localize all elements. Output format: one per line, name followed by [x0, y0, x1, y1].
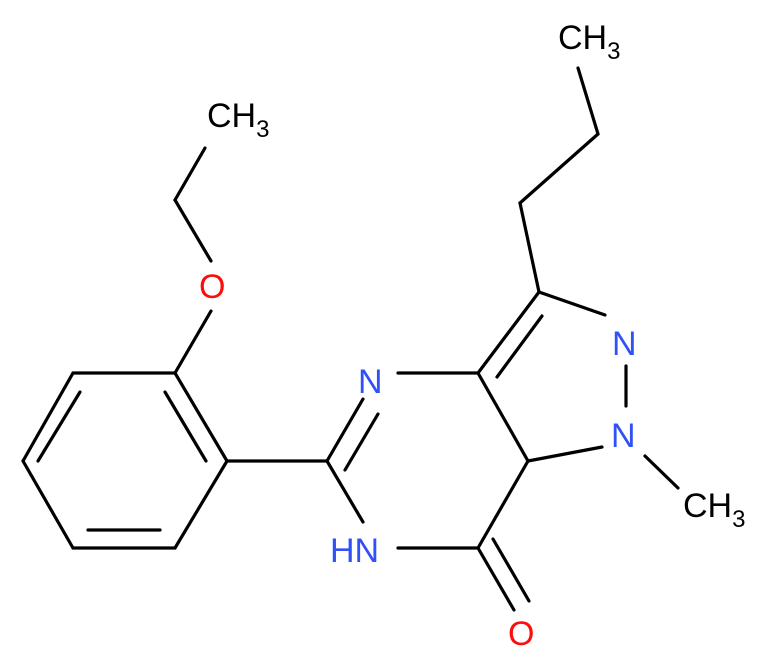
- atom-n-pyrimidine: N: [358, 363, 383, 401]
- bond: [325, 459, 365, 524]
- bond: [643, 454, 680, 490]
- bond: [476, 371, 530, 463]
- bond: [173, 459, 229, 550]
- atom-n-pyrazole-bottom: N: [611, 417, 636, 455]
- atom-ch3-right: CH3: [683, 487, 745, 533]
- atom-n-pyrazole-top: N: [612, 325, 637, 363]
- bond: [173, 198, 213, 263]
- bond: [36, 390, 82, 463]
- bond: [163, 390, 208, 463]
- bond: [537, 290, 607, 317]
- atom-ch3-left: CH3: [207, 97, 269, 143]
- atom-ch3-top: CH3: [558, 19, 620, 65]
- bond: [476, 546, 516, 612]
- atom-o-carbonyl: O: [508, 615, 534, 653]
- bond: [476, 290, 541, 375]
- bond: [21, 459, 75, 550]
- bond: [495, 314, 544, 379]
- atom-hn: HN: [330, 532, 379, 570]
- bond: [173, 146, 207, 202]
- bond-lines: [21, 66, 680, 612]
- bond: [325, 397, 365, 463]
- bond: [476, 459, 530, 550]
- atom-o-ether: O: [199, 268, 225, 306]
- bond: [173, 309, 213, 375]
- bond: [491, 537, 531, 603]
- bond: [518, 201, 541, 294]
- bond: [518, 132, 600, 205]
- bond: [173, 371, 229, 463]
- atom-labels: CH3 CH3 O N N N CH3 HN O: [199, 19, 745, 653]
- bond: [526, 445, 604, 463]
- bond: [576, 66, 600, 136]
- bond: [21, 371, 75, 463]
- bond: [343, 412, 380, 472]
